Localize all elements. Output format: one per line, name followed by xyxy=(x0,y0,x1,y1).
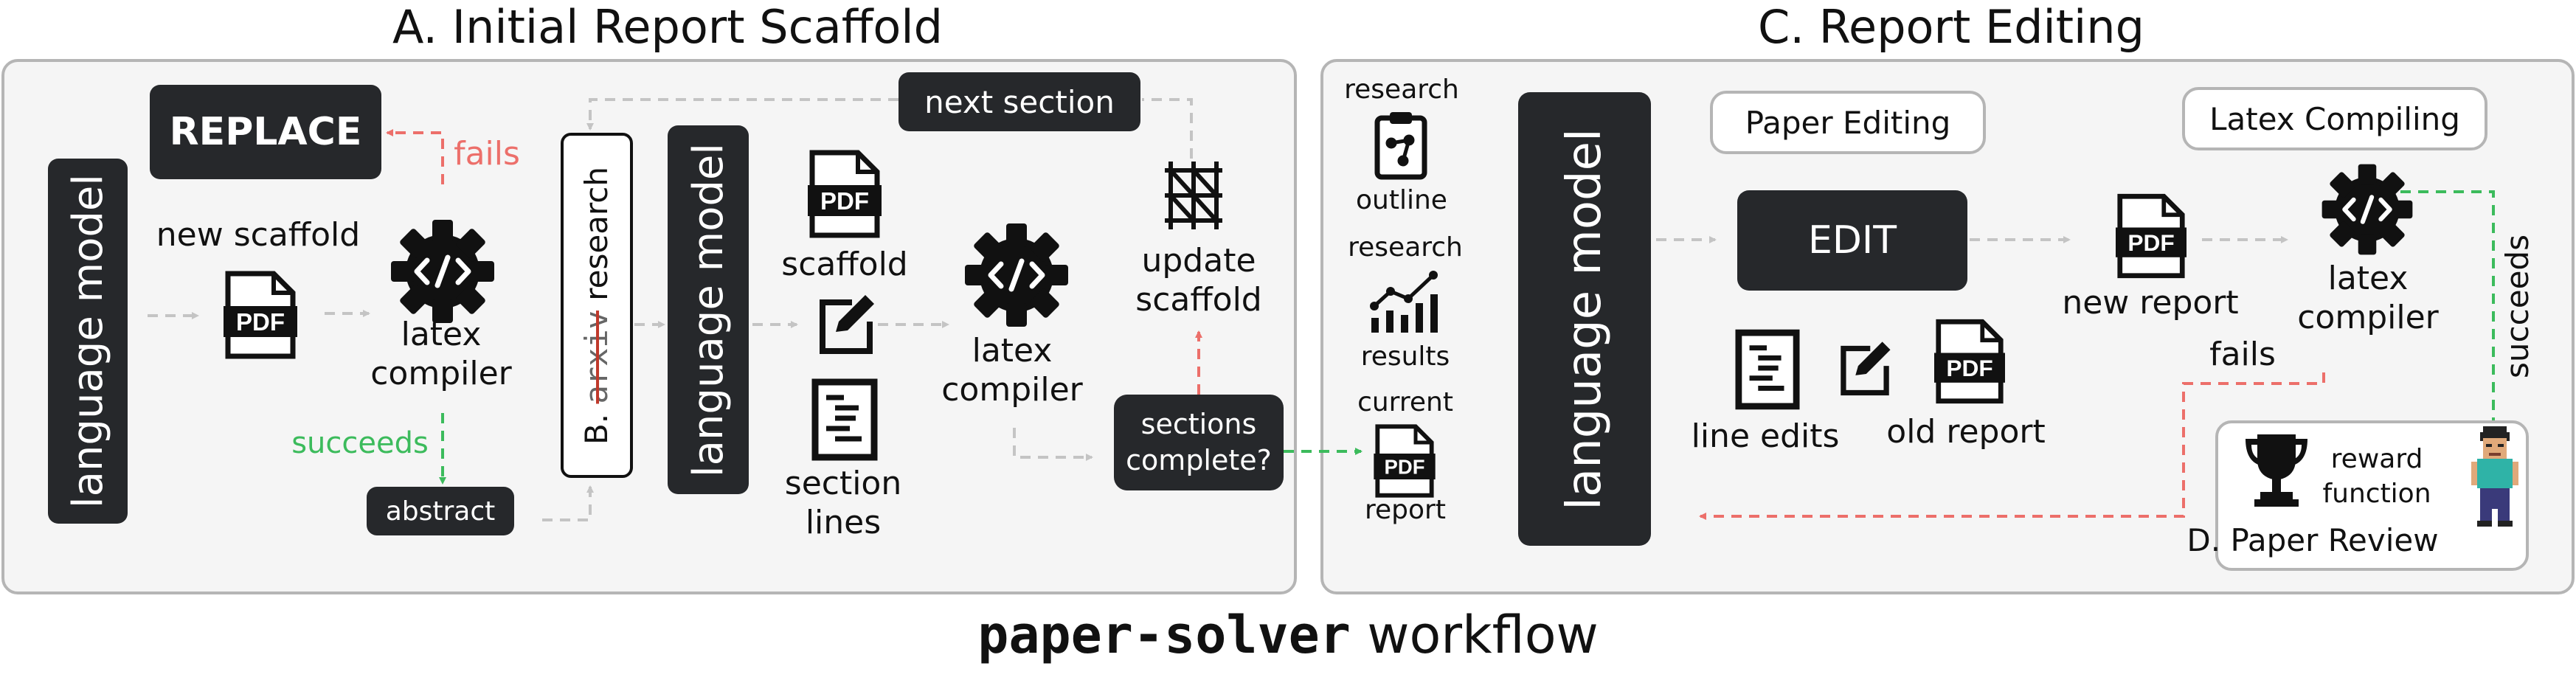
language-model-box-c: language model xyxy=(1518,92,1651,546)
section-c-title: C. Report Editing xyxy=(1758,0,2144,54)
workflow-title: paper-solver workflow xyxy=(977,605,1599,665)
pdf-icon: PDF xyxy=(224,271,297,359)
language-model-box-a1: language model xyxy=(48,159,128,524)
reward-function-label: reward function xyxy=(2322,444,2431,509)
chart-icon xyxy=(1370,271,1438,333)
arxiv-prefix: B. xyxy=(578,413,615,445)
scaffold-label: scaffold xyxy=(781,246,908,283)
language-model-box-a2: language model xyxy=(668,125,749,494)
research-results-top-label: research xyxy=(1348,232,1463,263)
pdf-icon-text: PDF xyxy=(2127,229,2174,256)
pdf-icon: PDF xyxy=(1934,319,2005,404)
research-results-bottom-label: results xyxy=(1360,341,1450,372)
replace-box: REPLACE xyxy=(150,85,381,179)
lines-doc-icon xyxy=(1735,329,1800,410)
pdf-icon-text: PDF xyxy=(1946,355,1992,381)
latex-compiler-label-c: latex compiler xyxy=(2297,260,2439,336)
latex-compiling-box: Latex Compiling xyxy=(2182,87,2487,150)
sections-complete-box: sections complete? xyxy=(1114,395,1284,490)
gear-code-icon xyxy=(965,223,1068,327)
pdf-icon-text: PDF xyxy=(820,187,869,215)
research-outline-top-label: research xyxy=(1344,74,1459,105)
paper-editing-box: Paper Editing xyxy=(1710,91,1986,154)
pdf-icon-text: PDF xyxy=(236,308,285,336)
workflow-title-mono: paper-solver xyxy=(977,605,1351,665)
pencil-edit-icon xyxy=(1841,341,1891,396)
paper-review-label: D. Paper Review xyxy=(2187,522,2439,558)
latex-compiler-label-a2: latex compiler xyxy=(941,332,1083,409)
section-lines-label: section lines xyxy=(784,465,902,541)
clipboard-icon xyxy=(1374,112,1427,180)
fails-label-a: fails xyxy=(454,135,520,173)
current-report-bottom-label: report xyxy=(1365,495,1446,525)
pdf-icon: PDF xyxy=(2116,193,2187,279)
pdf-icon: PDF xyxy=(1374,424,1436,498)
line-edits-label: line edits xyxy=(1691,417,1840,455)
update-scaffold-label: update scaffold xyxy=(1135,242,1262,319)
new-scaffold-label: new scaffold xyxy=(156,216,361,254)
arxiv-suffix: research xyxy=(578,166,615,301)
succeeds-label-a: succeeds xyxy=(291,426,429,460)
edit-box: EDIT xyxy=(1737,190,1967,291)
arxiv-research-box: B. arxiv research xyxy=(561,133,633,478)
section-a-title: A. Initial Report Scaffold xyxy=(392,0,943,54)
pencil-edit-icon xyxy=(820,295,874,354)
trophy-icon xyxy=(2246,434,2307,507)
workflow-title-rest: workflow xyxy=(1350,605,1599,665)
pdf-icon-text: PDF xyxy=(1385,456,1425,479)
succeeds-label-c: succeeds xyxy=(2499,234,2535,378)
pdf-icon: PDF xyxy=(808,150,882,238)
current-report-top-label: current xyxy=(1357,387,1453,417)
fails-label-c: fails xyxy=(2209,336,2276,373)
lines-doc-icon xyxy=(811,378,878,461)
next-section-box: next section xyxy=(899,72,1140,131)
abstract-box: abstract xyxy=(367,487,514,535)
reviewer-avatar-icon xyxy=(2471,426,2518,527)
gear-code-icon xyxy=(2321,164,2413,255)
arxiv-word: arxiv xyxy=(578,310,615,403)
latex-compiler-label-a: latex compiler xyxy=(370,316,512,392)
new-report-label: new report xyxy=(2062,284,2239,322)
gear-code-icon xyxy=(391,220,494,323)
scaffold-icon xyxy=(1165,162,1222,229)
research-outline-bottom-label: outline xyxy=(1356,185,1447,215)
old-report-label: old report xyxy=(1886,413,2046,451)
